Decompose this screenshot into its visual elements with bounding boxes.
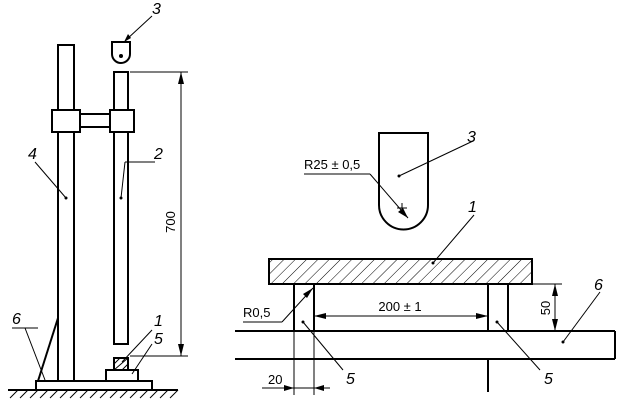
height-dimension-label: 700 — [163, 211, 178, 233]
support-height-label: 50 — [538, 301, 553, 315]
striker-pin — [119, 54, 123, 58]
clamp-right — [109, 109, 135, 133]
label-guide-tube: 2 — [153, 146, 163, 163]
left-view: 700 3 4 2 1 5 6 — [8, 1, 188, 399]
base-plate — [35, 380, 153, 391]
ground-hatching — [9, 389, 179, 399]
brace-strut — [37, 317, 59, 382]
striker — [378, 132, 429, 231]
label-support-left: 5 — [346, 371, 355, 388]
label-sample: 1 — [468, 199, 477, 216]
label-striker: 3 — [467, 129, 476, 146]
right-view: 3 R25 ± 0,5 1 6 200 ± 1 50 — [235, 129, 616, 395]
support-radius-label: R0,5 — [243, 305, 270, 320]
test-sample — [268, 258, 533, 285]
striker-radius-label: R25 ± 0,5 — [304, 157, 360, 172]
label-sample: 1 — [154, 313, 163, 330]
clamp-left — [51, 109, 81, 133]
span-label: 200 ± 1 — [378, 299, 421, 314]
support-column — [57, 44, 75, 382]
connecting-beam — [79, 113, 111, 128]
label-support-right: 5 — [544, 371, 553, 388]
support-right — [487, 283, 509, 332]
striker-small — [111, 41, 131, 64]
support-width-label: 20 — [268, 372, 282, 387]
label-support: 5 — [154, 331, 163, 348]
support-block — [105, 369, 139, 382]
label-striker: 3 — [152, 1, 161, 18]
label-base: 6 — [12, 311, 21, 328]
label-base: 6 — [594, 277, 603, 294]
guide-tube — [113, 71, 129, 345]
label-column: 4 — [28, 146, 37, 163]
